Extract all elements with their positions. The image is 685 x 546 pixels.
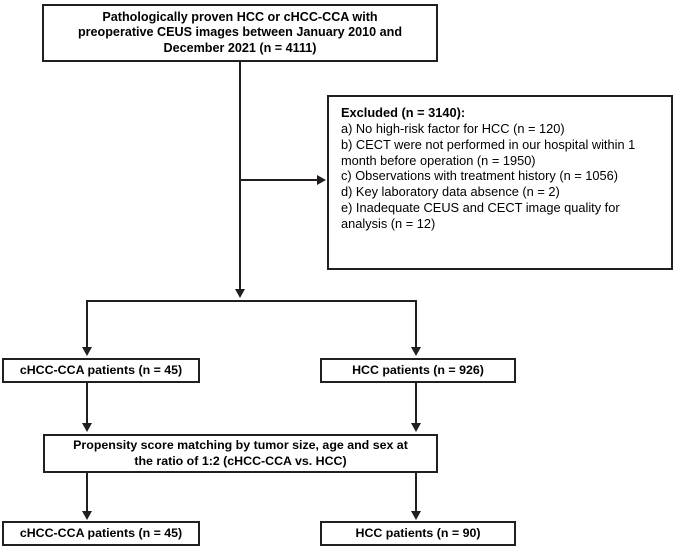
hcc-postmatch-box: HCC patients (n = 90) (320, 521, 516, 546)
arrowhead-trunk-down-icon (235, 289, 245, 298)
connector-to-excluded (239, 179, 319, 181)
connector-enrollment-trunk (239, 62, 241, 292)
enrollment-line-1: Pathologically proven HCC or cHCC-CCA wi… (102, 9, 378, 24)
arrowhead-hcc-to-psm-icon (411, 423, 421, 432)
arrowhead-chcc-to-psm-icon (82, 423, 92, 432)
hcc-postmatch-label: HCC patients (n = 90) (355, 525, 481, 540)
excluded-reason-e: e) Inadequate CEUS and CECT image qualit… (341, 200, 620, 232)
connector-split-bar (86, 300, 417, 302)
connector-split-right (415, 300, 417, 348)
excluded-reason-d: d) Key laboratory data absence (n = 2) (341, 184, 560, 200)
arrowhead-chcc-prematch-icon (82, 347, 92, 356)
chcc-cca-prematch-box: cHCC-CCA patients (n = 45) (2, 358, 200, 383)
excluded-box: Excluded (n = 3140): a) No high-risk fac… (327, 95, 673, 270)
excluded-reason-a: a) No high-risk factor for HCC (n = 120) (341, 120, 565, 136)
connector-psm-to-hcc (415, 473, 417, 512)
psm-line-1: Propensity score matching by tumor size,… (73, 438, 408, 453)
connector-chcc-to-psm (86, 383, 88, 424)
chcc-cca-postmatch-box: cHCC-CCA patients (n = 45) (2, 521, 200, 546)
excluded-reason-c: c) Observations with treatment history (… (341, 168, 619, 184)
chcc-cca-prematch-label: cHCC-CCA patients (n = 45) (19, 362, 183, 377)
psm-line-2: the ratio of 1:2 (cHCC-CCA vs. HCC) (134, 453, 347, 468)
propensity-score-matching-box: Propensity score matching by tumor size,… (43, 434, 438, 473)
enrollment-line-2: preoperative CEUS images between January… (77, 25, 403, 40)
arrowhead-excluded-right-icon (317, 175, 326, 185)
enrollment-box: Pathologically proven HCC or cHCC-CCA wi… (42, 4, 438, 62)
connector-hcc-to-psm (415, 383, 417, 424)
excluded-heading: Excluded (n = 3140): (341, 105, 466, 120)
enrollment-text: Pathologically proven HCC or cHCC-CCA wi… (44, 10, 436, 57)
excluded-reason-b: b) CECT were not performed in our hospit… (341, 136, 636, 168)
chcc-cca-postmatch-label: cHCC-CCA patients (n = 45) (19, 525, 183, 540)
arrowhead-psm-to-hcc-icon (411, 511, 421, 520)
hcc-prematch-box: HCC patients (n = 926) (320, 358, 516, 383)
propensity-score-matching-text: Propensity score matching by tumor size,… (45, 438, 436, 469)
enrollment-line-3: December 2021 (n = 4111) (163, 40, 317, 55)
hcc-prematch-label: HCC patients (n = 926) (352, 362, 484, 377)
connector-psm-to-chcc (86, 473, 88, 512)
arrowhead-hcc-prematch-icon (411, 347, 421, 356)
arrowhead-psm-to-chcc-icon (82, 511, 92, 520)
connector-split-left (86, 300, 88, 348)
